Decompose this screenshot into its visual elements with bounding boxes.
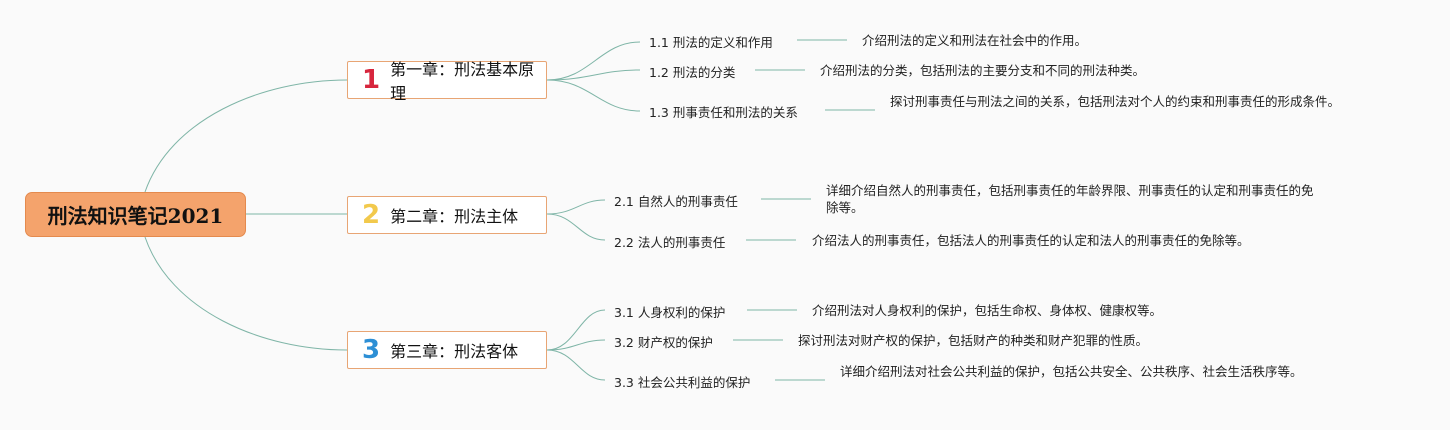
section-node-2-2[interactable]: 2.2 法人的刑事责任 [614, 235, 726, 250]
link-root-ch3 [144, 236, 348, 351]
section-desc-3-2: 探讨刑法对财产权的保护，包括财产的种类和财产犯罪的性质。 [798, 333, 1149, 348]
root-node[interactable]: 刑法知识笔记2021 [25, 192, 246, 237]
number-1-icon: 1 [362, 65, 381, 95]
section-desc-2-1: 详细介绍自然人的刑事责任，包括刑事责任的年龄界限、刑事责任的认定和刑事责任的免除… [826, 183, 1314, 215]
section-node-3-1[interactable]: 3.1 人身权利的保护 [614, 305, 726, 320]
section-node-3-2[interactable]: 3.2 财产权的保护 [614, 335, 713, 350]
section-node-3-3[interactable]: 3.3 社会公共利益的保护 [614, 375, 751, 390]
section-node-1-2[interactable]: 1.2 刑法的分类 [649, 65, 736, 80]
section-desc-2-2: 介绍法人的刑事责任，包括法人的刑事责任的认定和法人的刑事责任的免除等。 [812, 233, 1250, 248]
number-3-icon: 3 [362, 335, 381, 365]
section-node-1-1[interactable]: 1.1 刑法的定义和作用 [649, 35, 773, 50]
number-2-icon: 2 [362, 200, 381, 230]
section-desc-1-2: 介绍刑法的分类，包括刑法的主要分支和不同的刑法种类。 [820, 63, 1146, 78]
chapter-node-3[interactable]: 3 第三章：刑法客体 [347, 331, 547, 369]
section-node-1-3[interactable]: 1.3 刑事责任和刑法的关系 [649, 105, 798, 120]
chapter-title: 第一章：刑法基本原理 [390, 60, 535, 103]
section-desc-1-3: 探讨刑事责任与刑法之间的关系，包括刑法对个人的约束和刑事责任的形成条件。 [890, 94, 1341, 109]
chapter-node-1[interactable]: 1 第一章：刑法基本原理 [347, 60, 547, 103]
section-node-2-1[interactable]: 2.1 自然人的刑事责任 [614, 194, 738, 209]
chapter-title: 第二章：刑法主体 [390, 207, 519, 226]
section-desc-3-1: 介绍刑法对人身权利的保护，包括生命权、身体权、健康权等。 [812, 303, 1163, 318]
section-desc-1-1: 介绍刑法的定义和刑法在社会中的作用。 [862, 33, 1088, 48]
chapter-title: 第三章：刑法客体 [390, 342, 519, 361]
chapter-node-2[interactable]: 2 第二章：刑法主体 [347, 196, 547, 234]
link-root-ch1 [144, 79, 348, 193]
section-desc-3-3: 详细介绍刑法对社会公共利益的保护，包括公共安全、公共秩序、社会生活秩序等。 [840, 364, 1303, 379]
